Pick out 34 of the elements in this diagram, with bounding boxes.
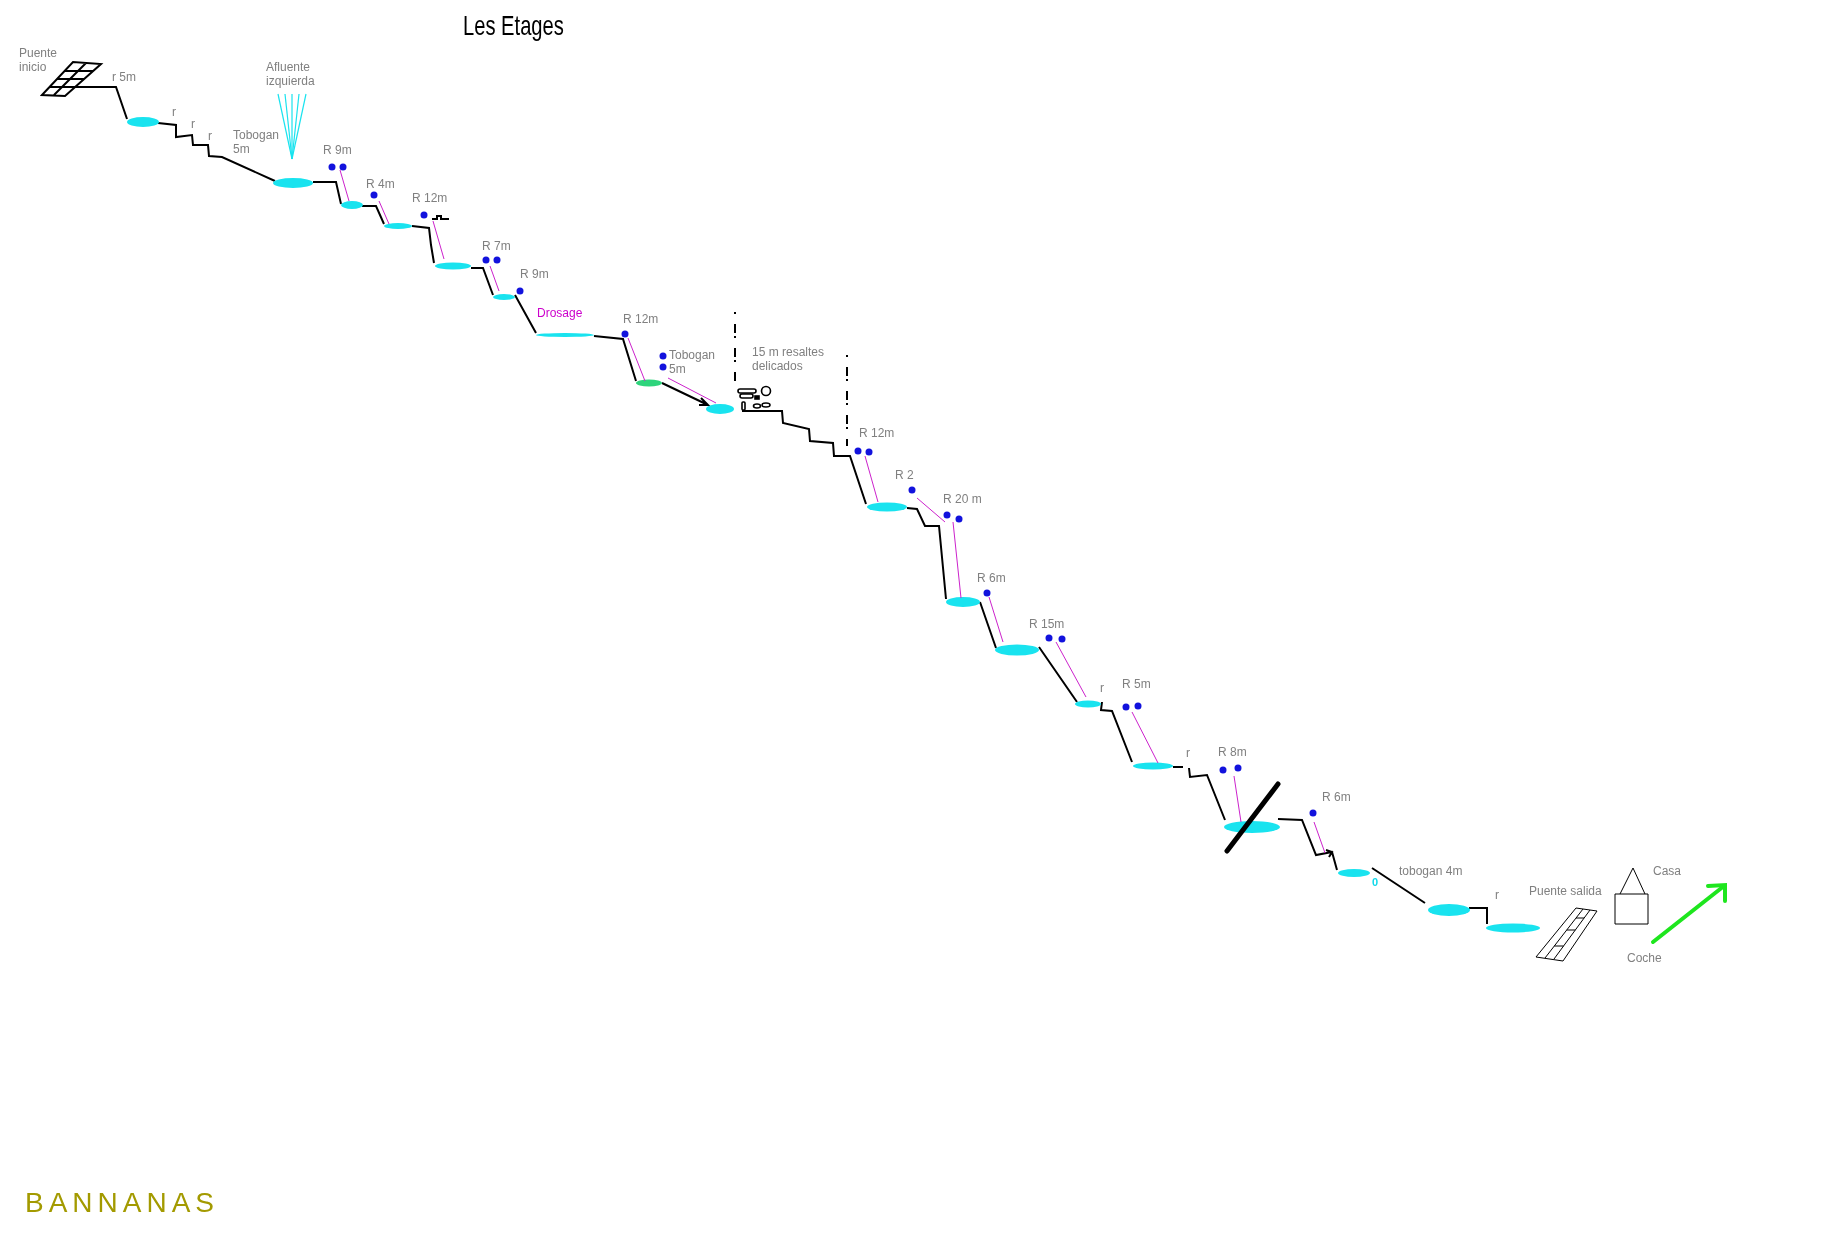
place-label: Afluente izquierda — [266, 60, 316, 88]
rappel-label: R 12m — [623, 312, 659, 326]
step-label: r — [172, 105, 176, 119]
rappel-label: R 15m — [1029, 617, 1065, 631]
note-label: 0 — [1372, 876, 1379, 888]
signature-text: BANNANAS — [25, 1189, 220, 1217]
rappel-label: R 8m — [1218, 745, 1247, 759]
rappel-label: R 7m — [482, 239, 511, 253]
step-label: r — [208, 129, 212, 143]
rappel-label: R 12m — [412, 191, 448, 205]
note-label: 15 m resaltes delicados — [752, 345, 826, 373]
step-label: r — [1495, 888, 1499, 902]
rappel-label: R 4m — [366, 177, 395, 191]
place-label: Coche — [1627, 951, 1662, 965]
rappel-label: R 2 — [895, 468, 914, 482]
rappel-label: R 6m — [977, 571, 1006, 585]
rappel-label: R 20 m — [943, 492, 982, 506]
rappel-label: R 5m — [1122, 677, 1151, 691]
diagram-title: Les Etages — [463, 12, 564, 40]
rappel-label: R 9m — [520, 267, 549, 281]
rappel-label: R 6m — [1322, 790, 1351, 804]
slide-label: tobogan 4m — [1399, 864, 1463, 878]
note-label: Drosage — [537, 306, 583, 320]
step-label: r — [191, 117, 195, 131]
step-label: r — [1100, 681, 1104, 695]
slide-label: Tobogan 5m — [669, 348, 717, 376]
slide-label: Tobogan 5m — [233, 128, 281, 156]
step-label: r — [1186, 746, 1190, 760]
place-label: Puente inicio — [19, 46, 59, 74]
place-label: Puente salida — [1529, 884, 1602, 898]
rappel-label: R 9m — [323, 143, 352, 157]
rappel-label: R 12m — [859, 426, 895, 440]
step-label: r 5m — [112, 70, 136, 84]
place-label: Casa — [1653, 864, 1681, 878]
